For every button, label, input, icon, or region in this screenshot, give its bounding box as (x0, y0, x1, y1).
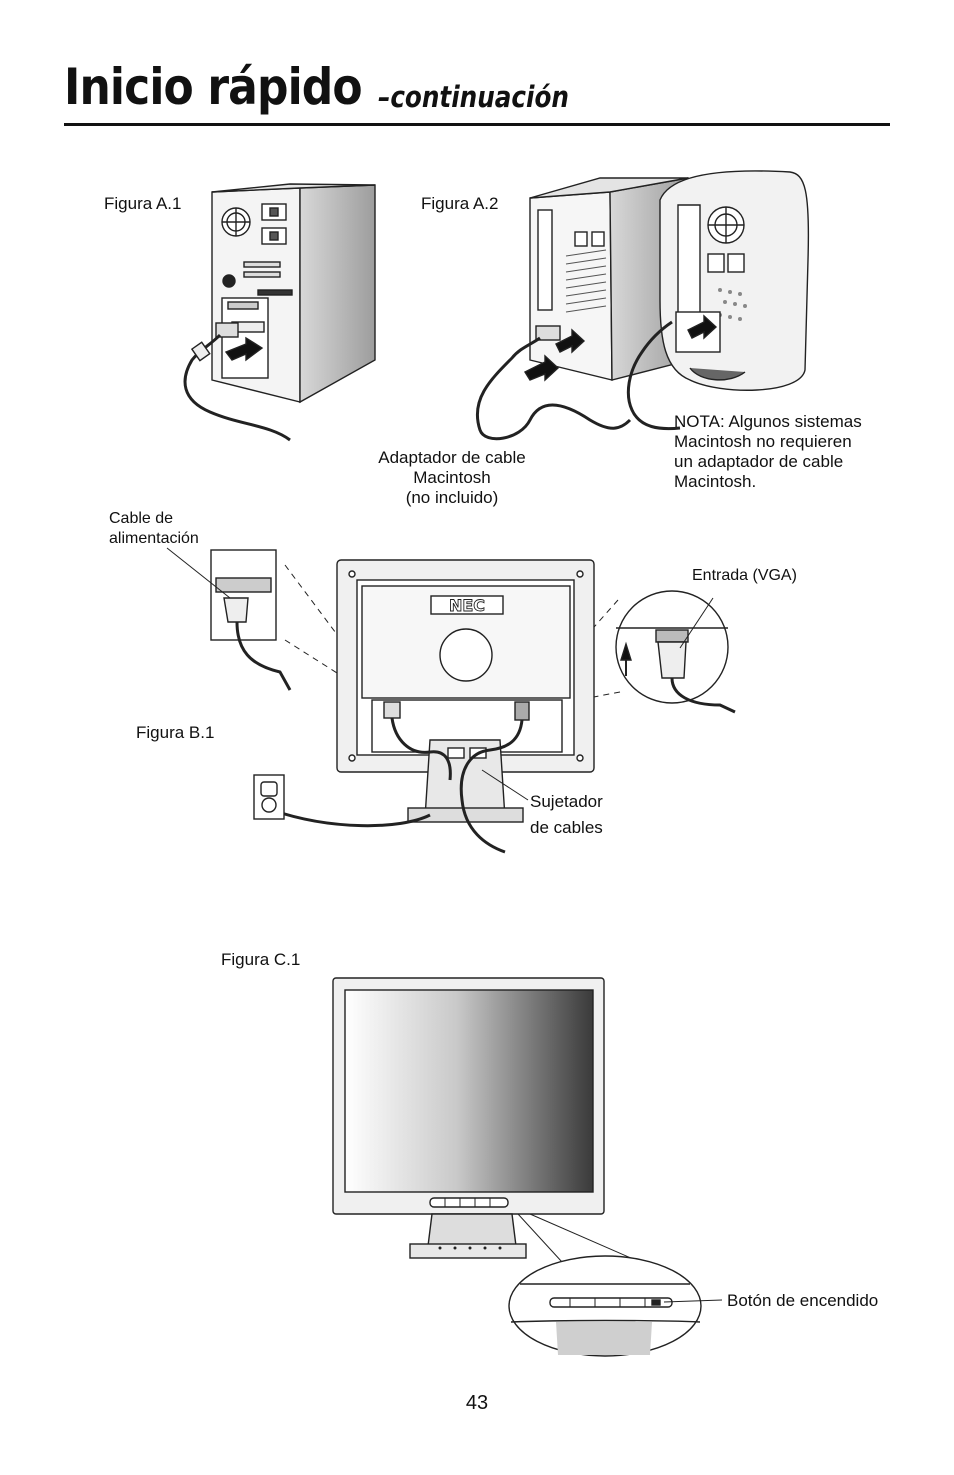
power-cable-line-1: Cable de (109, 510, 174, 527)
figure-b1-label: Figura B.1 (136, 723, 215, 742)
figure-c1-illustration (332, 977, 723, 1357)
page-title: Inicio rápido (64, 58, 402, 116)
note-line-1: NOTA: Algunos sistemas (674, 412, 862, 431)
power-button-callout: Botón de encendido (727, 1291, 879, 1310)
page-number: 43 (465, 1392, 489, 1414)
cable-holder-line-2: de cables (530, 818, 603, 837)
figure-c1-label: Figura C.1 (221, 950, 301, 969)
note-line-2: Macintosh no requieren (674, 432, 852, 451)
cable-holder-callout: Sujetador de cables (530, 789, 603, 841)
page-title-main: Inicio rápido (64, 58, 363, 116)
figure-a2-label: Figura A.2 (421, 194, 499, 213)
nec-logo: NEC (449, 596, 485, 615)
figure-a1-label: Figura A.1 (104, 194, 182, 213)
vga-input-callout: Entrada (VGA) (692, 567, 797, 584)
note-line-3: un adaptador de cable (674, 452, 844, 471)
cable-holder-line-1: Sujetador (530, 792, 603, 811)
page-subtitle: –continuación (378, 80, 569, 114)
adapter-line-2: Macintosh (413, 468, 491, 487)
figure-a2-illustration (475, 170, 810, 441)
power-cable-callout: Cable de alimentación (109, 509, 199, 549)
power-cable-line-2: alimentación (109, 530, 199, 547)
note-callout: NOTA: Algunos sistemas Macintosh no requ… (674, 412, 862, 492)
figure-a1-illustration (183, 183, 376, 442)
adapter-line-3: (no incluido) (405, 488, 499, 507)
adapter-line-1: Adaptador de cable (378, 448, 526, 467)
title-rule (64, 123, 890, 126)
adapter-callout: Adaptador de cable Macintosh (no incluid… (360, 448, 544, 508)
figure-b1-illustration: NEC (166, 547, 736, 854)
note-line-4: Macintosh. (674, 472, 757, 491)
